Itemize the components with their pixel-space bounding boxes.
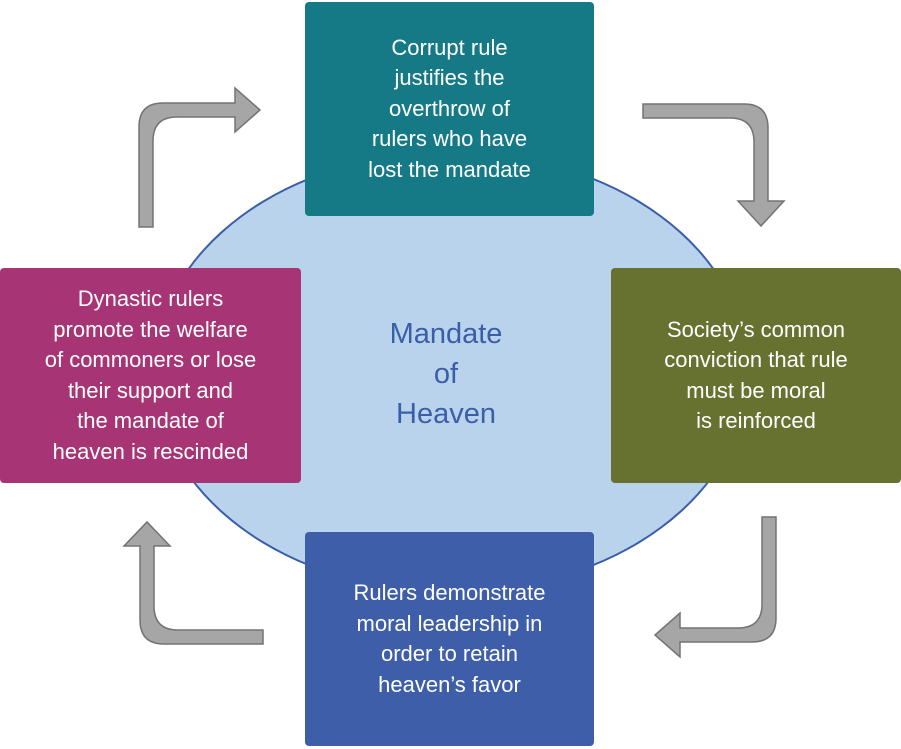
node-society-conviction: Society’s common conviction that rule mu… <box>611 268 901 483</box>
arrow-left-to-top <box>138 86 262 228</box>
node-corrupt-rule: Corrupt rule justifies the overthrow of … <box>305 2 594 216</box>
node-rulers-demonstrate: Rulers demonstrate moral leadership in o… <box>305 532 594 746</box>
node-dynastic-rulers: Dynastic rulers promote the welfare of c… <box>0 268 301 483</box>
arrow-top-to-right <box>642 103 786 228</box>
arrow-right-to-bottom <box>653 516 777 659</box>
center-title: Mandate of Heaven <box>389 318 503 430</box>
arrow-bottom-to-left <box>122 520 264 645</box>
